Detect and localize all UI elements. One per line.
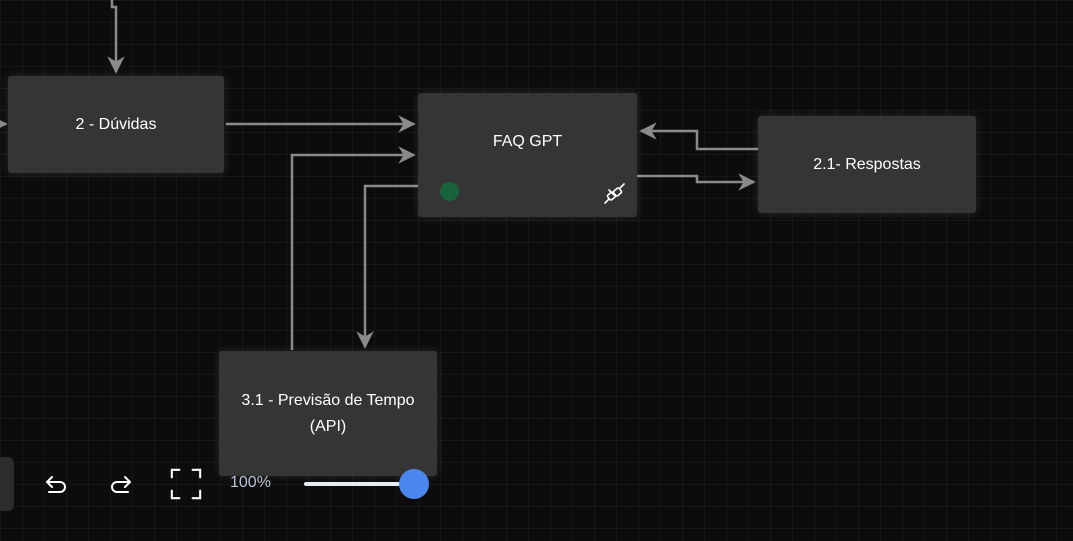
zoom-slider-thumb[interactable] (399, 469, 429, 499)
undo-button[interactable] (39, 467, 73, 501)
node-faq-gpt[interactable]: FAQ GPT (418, 93, 637, 217)
edge-incoming-duvidas (107, 0, 125, 74)
node-previsao-tempo[interactable]: 3.1 - Previsão de Tempo (API) (219, 351, 437, 476)
edge-previsao-faq (290, 146, 416, 350)
redo-button[interactable] (104, 467, 138, 501)
node-previsao-tempo-label: 3.1 - Previsão de Tempo (API) (241, 391, 415, 435)
edge-respostas-faq (639, 122, 758, 151)
redo-icon (111, 476, 131, 493)
toolbar-handle[interactable] (0, 457, 14, 511)
zoom-slider-track[interactable] (304, 482, 414, 486)
node-duvidas-label: 2 - Dúvidas (75, 115, 157, 133)
fit-screen-button[interactable] (169, 467, 203, 501)
canvas-toolbar: 100% (0, 455, 440, 513)
edge-faq-previsao (356, 184, 418, 349)
zoom-level-label: 100% (230, 474, 271, 491)
edge-faq-respostas (637, 173, 756, 191)
node-respostas[interactable]: 2.1- Respostas (758, 116, 976, 213)
node-duvidas[interactable]: 2 - Dúvidas (8, 76, 224, 173)
undo-icon (46, 476, 66, 493)
node-respostas-label: 2.1- Respostas (813, 155, 921, 173)
plug-disconnected-icon[interactable] (601, 181, 627, 207)
zoom-slider[interactable] (304, 469, 430, 499)
node-faq-gpt-label: FAQ GPT (492, 133, 563, 150)
status-dot (440, 182, 459, 201)
fit-screen-icon (170, 468, 202, 500)
